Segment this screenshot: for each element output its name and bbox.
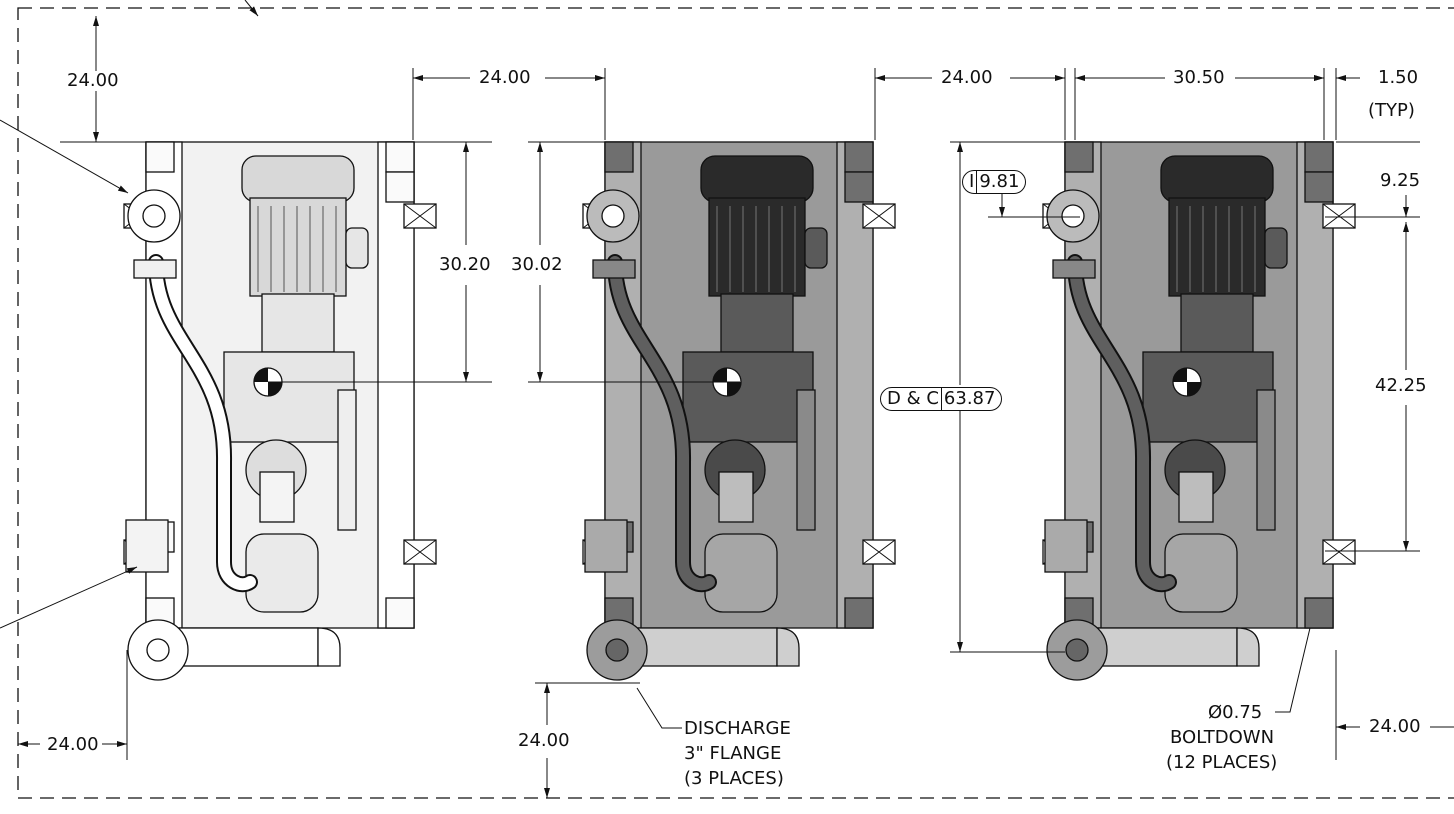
- dim-width-right: 30.50: [1170, 68, 1228, 88]
- corner-bracket: [385, 171, 415, 203]
- skid-views: [123, 141, 1356, 681]
- control-box: [125, 519, 169, 573]
- discharge-elbow: [317, 627, 341, 667]
- bolt-pad-cross: [403, 539, 437, 565]
- bolt-pad-cross: [1322, 539, 1356, 565]
- dim-cg-height-mid: 30.02: [508, 255, 566, 275]
- discharge-pipe: [1096, 627, 1238, 667]
- discharge-bore: [605, 638, 629, 662]
- motor-coupling: [1180, 293, 1254, 353]
- inlet-offset-prefix: I: [969, 171, 975, 192]
- dim-bolt-spacing: 1.50: [1378, 67, 1419, 88]
- pump-casing: [1142, 351, 1274, 443]
- inlet-bore: [142, 204, 166, 228]
- inlet-bore: [601, 204, 625, 228]
- corner-bracket: [844, 141, 874, 173]
- bolt-pad-cross: [862, 539, 896, 565]
- discharge-pipe: [177, 627, 319, 667]
- motor-coupling: [261, 293, 335, 353]
- shaded-view-boltdown: [1042, 141, 1356, 681]
- bolt-pad-cross: [1322, 203, 1356, 229]
- junction-box: [1264, 227, 1288, 269]
- corner-bracket: [1064, 141, 1094, 173]
- dim-clear-top-mid: 24.00: [476, 68, 534, 88]
- corner-bracket: [1304, 141, 1334, 173]
- boltdown-callout-line1: Ø0.75: [1208, 702, 1263, 723]
- inlet-valve: [592, 259, 636, 279]
- nameplate: [1256, 389, 1276, 531]
- pump-neck: [1178, 471, 1214, 523]
- corner-bracket: [1304, 597, 1334, 629]
- motor-body: [249, 197, 347, 297]
- pump-casing: [223, 351, 355, 443]
- suction-hose: [1069, 256, 1175, 591]
- nameplate: [337, 389, 357, 531]
- discharge-callout-line3: (3 PLACES): [684, 768, 784, 789]
- corner-bracket: [1304, 171, 1334, 203]
- inlet-valve: [1052, 259, 1096, 279]
- motor-fan-cover: [1160, 155, 1274, 203]
- motor-fan-cover: [700, 155, 814, 203]
- boltdown-callout-line3: (12 PLACES): [1166, 752, 1278, 773]
- suction-hose: [609, 256, 715, 591]
- corner-bracket: [604, 141, 634, 173]
- motor-body: [708, 197, 806, 297]
- dim-bolt-spacing-note: (TYP): [1368, 100, 1415, 121]
- control-box: [1044, 519, 1088, 573]
- pump-neck: [259, 471, 295, 523]
- dim-clear-top-left: 24.00: [64, 71, 122, 91]
- cg-symbol-fill: [713, 368, 741, 396]
- discharge-bore: [146, 638, 170, 662]
- discharge-elbow: [776, 627, 800, 667]
- cg-symbol-fill: [254, 368, 282, 396]
- junction-box: [804, 227, 828, 269]
- corner-bracket: [844, 171, 874, 203]
- junction-box: [345, 227, 369, 269]
- dim-clear-bottom-mid: 24.00: [515, 731, 573, 751]
- dim-bolt-span: 42.25: [1372, 376, 1430, 396]
- dim-bolt-top-offset: 9.25: [1380, 170, 1421, 191]
- dim-clear-top-right: 24.00: [938, 68, 996, 88]
- corner-bracket: [385, 141, 415, 173]
- shaded-view: [582, 141, 896, 681]
- motor-coupling: [720, 293, 794, 353]
- strainer: [1164, 533, 1238, 613]
- discharge-bore: [1065, 638, 1089, 662]
- strainer: [245, 533, 319, 613]
- boltdown-callout-line2: BOLTDOWN: [1170, 727, 1275, 748]
- bolt-pad-cross: [403, 203, 437, 229]
- inlet-valve: [133, 259, 177, 279]
- outline-view: [123, 141, 437, 681]
- motor-body: [1168, 197, 1266, 297]
- cg-symbol-fill: [1173, 368, 1201, 396]
- corner-bracket: [145, 141, 175, 173]
- control-box: [584, 519, 628, 573]
- clearance-boundary: [17, 7, 1454, 799]
- inlet-offset-value: 9.81: [979, 171, 1020, 192]
- corner-bracket: [844, 597, 874, 629]
- bolt-pad-cross: [862, 203, 896, 229]
- inlet-bore: [1061, 204, 1085, 228]
- pump-casing: [682, 351, 814, 443]
- discharge-pipe: [636, 627, 778, 667]
- discharge-callout-line2: 3" FLANGE: [684, 743, 782, 764]
- motor-fan-cover: [241, 155, 355, 203]
- dim-cg-height-left: 30.20: [436, 255, 494, 275]
- pump-neck: [718, 471, 754, 523]
- corner-bracket: [385, 597, 415, 629]
- nameplate: [796, 389, 816, 531]
- suction-hose: [150, 256, 256, 591]
- overall-length-value: 63.87: [943, 388, 996, 409]
- dim-clear-bottom-left: 24.00: [44, 735, 102, 755]
- strainer: [704, 533, 778, 613]
- overall-prefix: D & C: [887, 388, 939, 409]
- dim-clear-bottom-right: 24.00: [1366, 717, 1424, 737]
- discharge-callout-line1: DISCHARGE: [684, 718, 791, 739]
- discharge-elbow: [1236, 627, 1260, 667]
